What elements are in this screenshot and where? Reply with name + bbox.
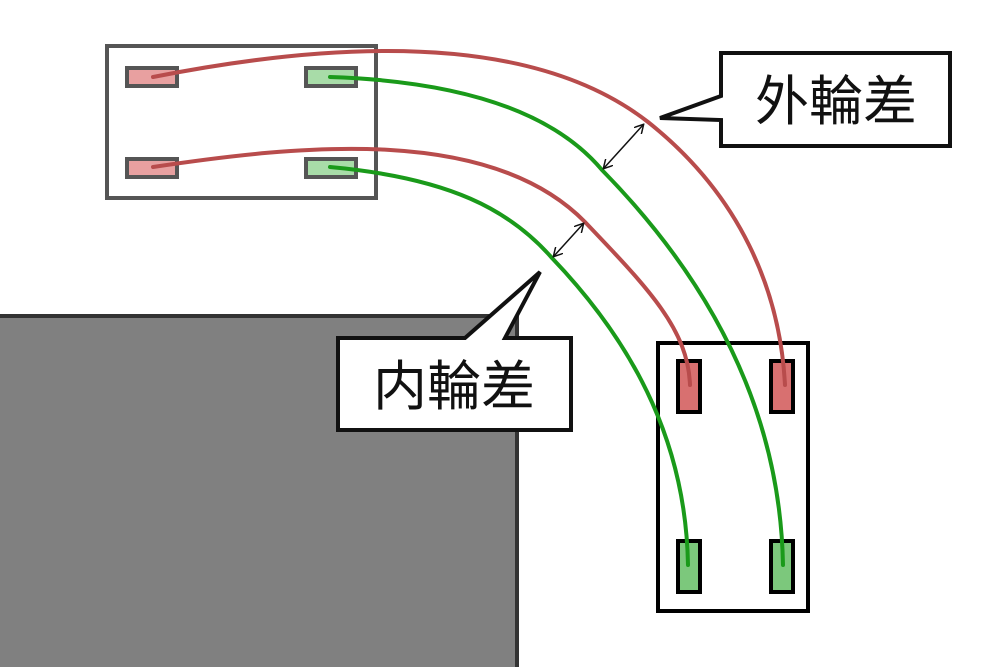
inner-callout: 内輪差 [336,270,573,432]
inner-difference-arrow [554,224,583,256]
inner-front-track [328,165,690,567]
outer-difference-arrow [604,125,643,168]
inner-rear-track [151,146,692,387]
outer-label: 外輪差 [755,70,917,133]
inner-label: 内輪差 [373,355,535,418]
outer-callout: 外輪差 [659,51,952,148]
outer-rear-track [151,49,787,387]
car-start [105,44,378,200]
outer-front-track [328,75,785,567]
